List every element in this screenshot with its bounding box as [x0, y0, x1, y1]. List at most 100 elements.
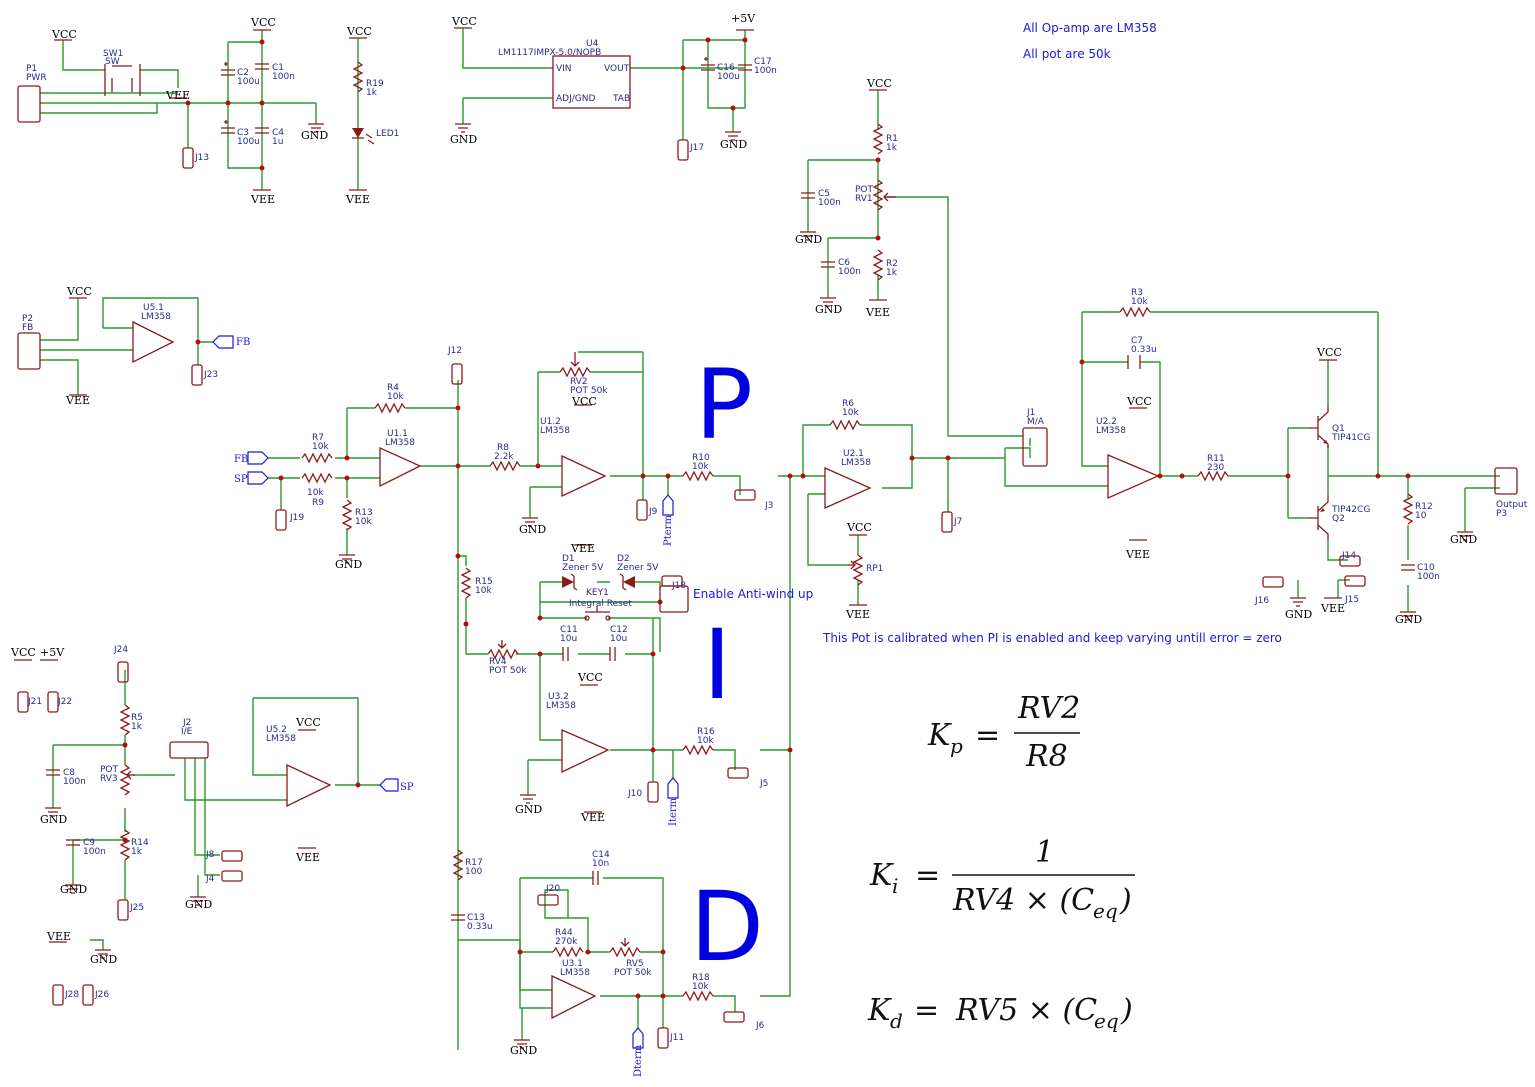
gnd-label: GND: [335, 558, 362, 571]
ref-key1: KEY1: [586, 588, 609, 598]
notes: All Op-amp are LM358 All pot are 50k Thi…: [693, 21, 1282, 645]
gnd-label: GND: [450, 133, 477, 146]
label-pterm: Pterm: [663, 515, 674, 546]
jumper-label-j21: J21: [27, 697, 42, 707]
jumper-label-j20: J20: [545, 884, 560, 894]
ref-u5-1: U5.1: [143, 303, 164, 313]
cap-c9: [66, 839, 80, 846]
ref-r14: R14: [131, 838, 149, 848]
ref-p2: P2: [22, 314, 33, 324]
val-c9: 100n: [83, 847, 106, 857]
cap-c14: [592, 871, 599, 885]
val-r17: 100: [465, 867, 482, 877]
vee-label: VEE: [250, 193, 275, 206]
jumper-j23: [191, 364, 203, 386]
val-u3-2: LM358: [546, 701, 576, 711]
jumper-j6: [723, 1011, 745, 1023]
ref-c12: C12: [610, 625, 628, 635]
ref-c16: C16: [717, 63, 735, 73]
ref-c9: C9: [83, 838, 95, 848]
val-u2-1: LM358: [841, 458, 871, 468]
ref-u2-1: U2.1: [843, 449, 864, 459]
val-q2: TIP42CG: [1331, 505, 1370, 515]
kp-lhs: K: [927, 718, 952, 753]
val-c13: 0.33u: [467, 922, 493, 932]
kd-lhs: K: [867, 993, 892, 1028]
val-r19: 1k: [366, 88, 378, 98]
ref-rv3: RV3: [100, 774, 118, 784]
plus5v-label: +5V: [731, 12, 756, 25]
ref-d2: D2: [617, 554, 630, 564]
jumper-label-j28: J28: [64, 990, 79, 1000]
vcc-label: VCC: [571, 395, 597, 408]
ki-den-sub: eq: [1093, 899, 1118, 923]
jumper-j18: [661, 575, 683, 587]
val-c5: 100n: [818, 198, 841, 208]
gnd-label: GND: [301, 129, 328, 142]
ref-c4: C4: [272, 128, 284, 138]
val-u1-2: LM358: [540, 426, 570, 436]
vcc-label: VCC: [846, 521, 872, 534]
val-u4: LM1117IMPX-5.0/NOPB: [498, 48, 601, 58]
opamp-u3-1: [551, 974, 597, 1020]
val-u5-1: LM358: [141, 312, 171, 322]
val-c11: 10u: [560, 634, 577, 644]
ref-r7: R7: [312, 433, 324, 443]
val-rv1: POT: [855, 185, 874, 195]
resistor-r1: [872, 123, 884, 155]
cap-c17: [738, 64, 752, 71]
cap-c13: [451, 914, 465, 921]
resistor-r11: [1197, 470, 1229, 482]
ref-u4: U4: [586, 39, 599, 49]
jumper-j19: [275, 509, 287, 531]
val-r14: 1k: [131, 847, 143, 857]
jumper-j14: [1339, 555, 1361, 567]
pin-tab: TAB: [612, 94, 630, 104]
jumper-label-j14: J14: [1341, 551, 1356, 561]
vee-label: VEE: [165, 89, 190, 102]
ref-c5: C5: [818, 189, 830, 199]
jumper-label-j12: J12: [447, 346, 462, 356]
jumper-j5: [727, 767, 749, 779]
resistors: [119, 61, 1414, 1002]
resistor-r14: [119, 829, 131, 861]
val-sw1: SW: [105, 57, 120, 67]
jumper-j15: [1344, 575, 1366, 587]
val-j1: M/A: [1027, 417, 1045, 427]
jumper-label-j19: J19: [289, 513, 304, 523]
wires: [40, 28, 1500, 1050]
ref-rv1: RV1: [855, 194, 873, 204]
gnd-label: GND: [515, 803, 542, 816]
jumper-label-j24: J24: [113, 645, 128, 655]
resistor-r7: [301, 452, 333, 464]
val-p2: FB: [22, 323, 33, 333]
section-letters: P I D: [690, 349, 764, 983]
opamp-u5-2: [286, 763, 332, 808]
ki-den-b: ): [1119, 883, 1132, 918]
jumper-label-j17: J17: [689, 143, 704, 153]
ref-r18: R18: [692, 973, 710, 983]
ref-r9: R9: [312, 498, 324, 508]
ki-numerator: 1: [1035, 835, 1054, 870]
pot-rv2: [559, 352, 591, 378]
jumper-j7: [941, 511, 953, 533]
ref-u3-2: U3.2: [548, 692, 569, 702]
zener-d1: [562, 576, 574, 588]
connector-boxes: [17, 55, 1518, 759]
jumper-label-j16: J16: [1254, 596, 1269, 606]
pot-rv5: [609, 938, 641, 958]
vcc-label: VCC: [346, 25, 372, 38]
ref-p3: P3: [1496, 509, 1507, 519]
val-r8: 2.2k: [494, 452, 514, 462]
ref-c7: C7: [1131, 336, 1143, 346]
val-r5: 1k: [131, 722, 143, 732]
label-fb: FB: [234, 454, 248, 465]
val-c7: 0.33u: [1131, 345, 1157, 355]
kd-rhs-a: RV5 × (C: [955, 993, 1097, 1028]
val-u2-2: LM358: [1096, 426, 1126, 436]
connector-p3: [1494, 467, 1518, 495]
ref-rv2: RV2: [570, 377, 588, 387]
pot-rp1: [848, 554, 864, 586]
vee-label: VEE: [46, 930, 71, 943]
capacitors: [46, 57, 1415, 921]
